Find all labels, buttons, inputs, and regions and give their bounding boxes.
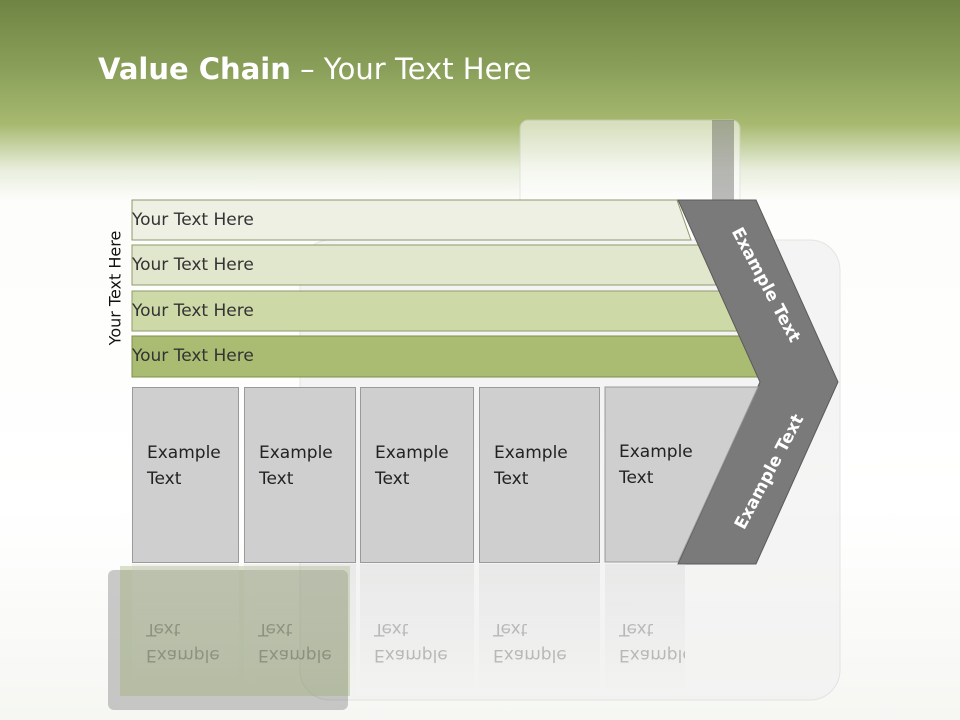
column-5: Example Text (605, 387, 693, 563)
bar-label: Your Text Here (132, 210, 254, 230)
bar-row-1: Your Text Here (132, 200, 384, 240)
page-title: Value Chain – Your Text Here (98, 52, 532, 86)
column-text: Example Text (494, 443, 568, 489)
side-label: Your Text Here (105, 230, 125, 346)
column-reflection: Example Text (605, 564, 685, 694)
column-reflection: Example Text (244, 564, 356, 694)
column-text: Example Text (619, 442, 693, 488)
header-band (0, 0, 960, 200)
column-reflection: Example Text (132, 564, 239, 694)
column-2: Example Text (244, 387, 356, 563)
column-text: Example Text (147, 443, 221, 489)
column-text: Example Text (259, 443, 333, 489)
bar-row-4: Your Text Here (132, 336, 384, 376)
column-1: Example Text (132, 387, 239, 563)
bar-label: Your Text Here (132, 346, 254, 366)
column-text: Example Text (375, 443, 449, 489)
column-4: Example Text (479, 387, 600, 563)
bar-label: Your Text Here (132, 255, 254, 275)
bar-row-2: Your Text Here (132, 245, 384, 285)
column-reflection: Example Text (479, 564, 600, 694)
bar-row-3: Your Text Here (132, 291, 384, 331)
column-3: Example Text (360, 387, 474, 563)
column-reflection: Example Text (360, 564, 474, 694)
bar-label: Your Text Here (132, 301, 254, 321)
